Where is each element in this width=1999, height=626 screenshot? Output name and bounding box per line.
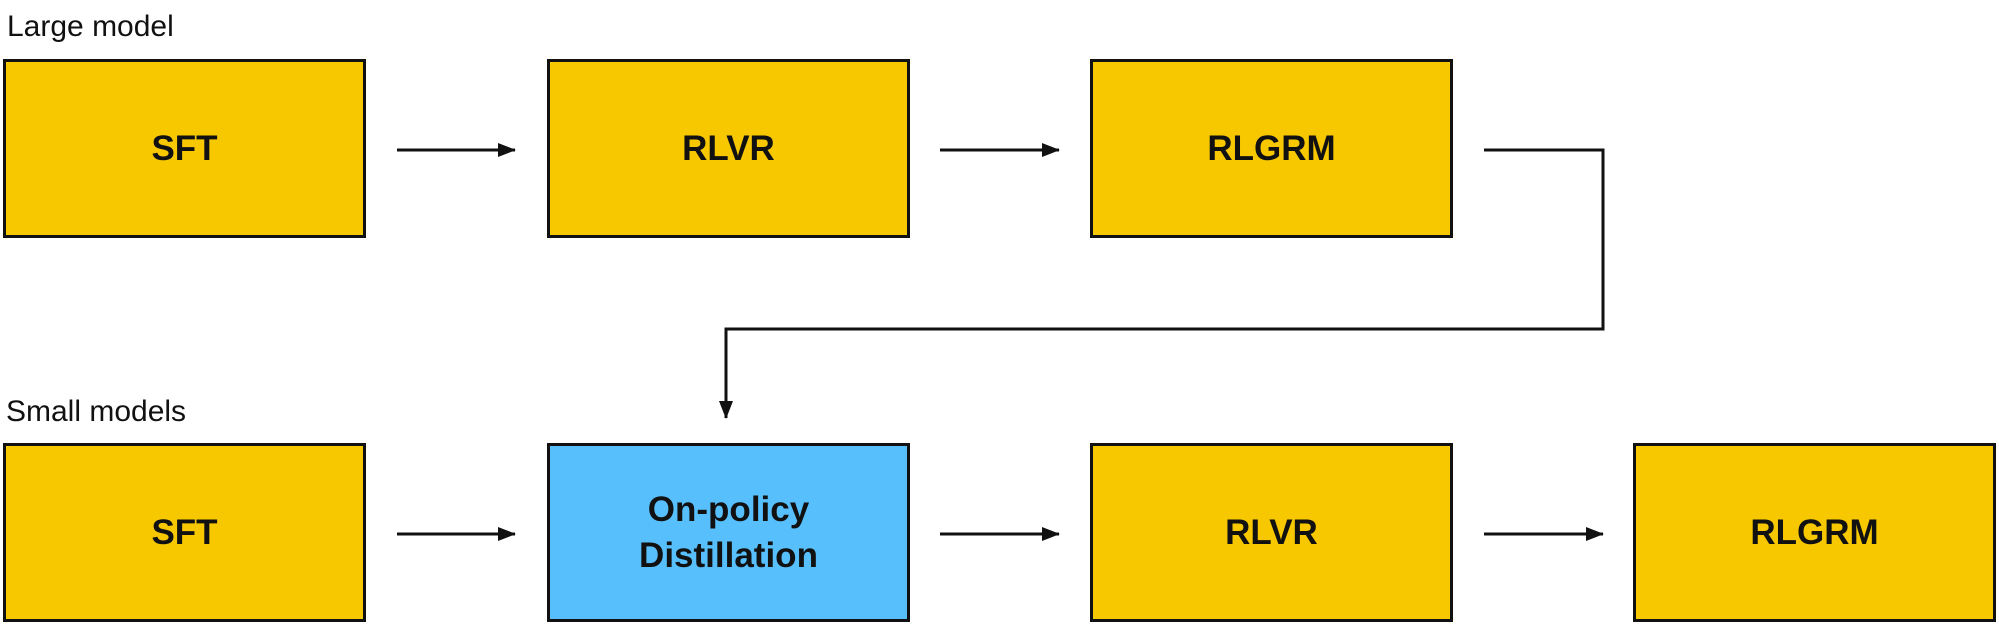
small-stage-rlvr-label: RLVR (1225, 512, 1318, 552)
small-stage-rlvr-box: RLVR (1090, 443, 1453, 622)
small-stage-rlgrm-box: RLGRM (1633, 443, 1996, 622)
small-stage-sft-box: SFT (3, 443, 366, 622)
small-stage-on-policy-distillation-box: On-policy Distillation (547, 443, 910, 622)
small-stage-rlgrm-label: RLGRM (1750, 512, 1879, 552)
large-model-row-label: Large model (7, 10, 174, 43)
large-stage-rlvr-label: RLVR (682, 128, 775, 168)
small-stage-on-policy-distillation-label: On-policy Distillation (639, 490, 818, 575)
large-stage-sft-label: SFT (151, 128, 218, 168)
large-stage-rlgrm-label: RLGRM (1207, 128, 1336, 168)
large-stage-rlvr-box: RLVR (547, 59, 910, 238)
small-stage-sft-label: SFT (151, 512, 218, 552)
small-models-row-label: Small models (6, 395, 187, 428)
large-stage-sft-box: SFT (3, 59, 366, 238)
large-stage-rlgrm-box: RLGRM (1090, 59, 1453, 238)
